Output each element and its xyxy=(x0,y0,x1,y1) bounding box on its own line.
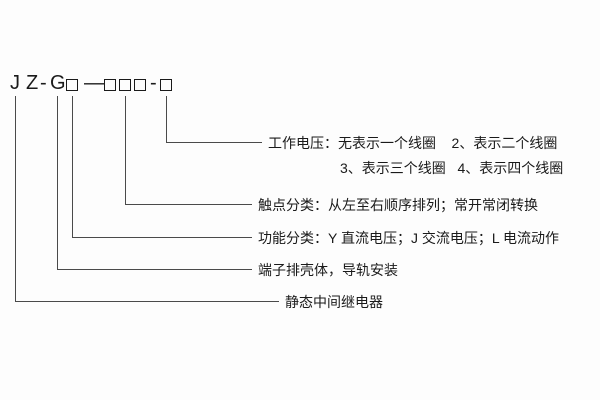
model-code-dash-1: - xyxy=(40,72,47,94)
label-contact-class: 触点分类：从左至右顺序排列；常开常闭转换 xyxy=(258,197,538,213)
placeholder-box-contact-1 xyxy=(104,79,116,91)
model-code-dash-2: — xyxy=(84,72,104,94)
connector-working-voltage xyxy=(166,96,262,143)
connector-relay-type xyxy=(15,96,279,302)
placeholder-box-voltage xyxy=(160,79,172,91)
model-code-letter-j: J xyxy=(10,72,20,94)
connector-contact-class xyxy=(125,96,252,205)
model-code-letter-g: G xyxy=(50,72,66,94)
placeholder-box-function xyxy=(66,79,78,91)
placeholder-box-contact-2 xyxy=(119,79,131,91)
label-relay-type: 静态中间继电器 xyxy=(285,294,383,310)
label-function-class: 功能分类：Y 直流电压；J 交流电压；L 电流动作 xyxy=(258,230,560,246)
connector-function-class xyxy=(72,96,252,238)
model-code-letter-z: Z xyxy=(26,72,39,94)
label-working-voltage-line2: 3、表示三个线圈 4、表示四个线圈 xyxy=(340,160,564,176)
placeholder-box-contact-3 xyxy=(134,79,146,91)
label-housing: 端子排壳体，导轨安装 xyxy=(258,262,398,278)
model-code-dash-3: - xyxy=(150,72,157,94)
connector-housing xyxy=(57,96,252,270)
label-working-voltage-line1: 工作电压：无表示一个线圈 2、表示二个线圈 xyxy=(268,135,558,151)
